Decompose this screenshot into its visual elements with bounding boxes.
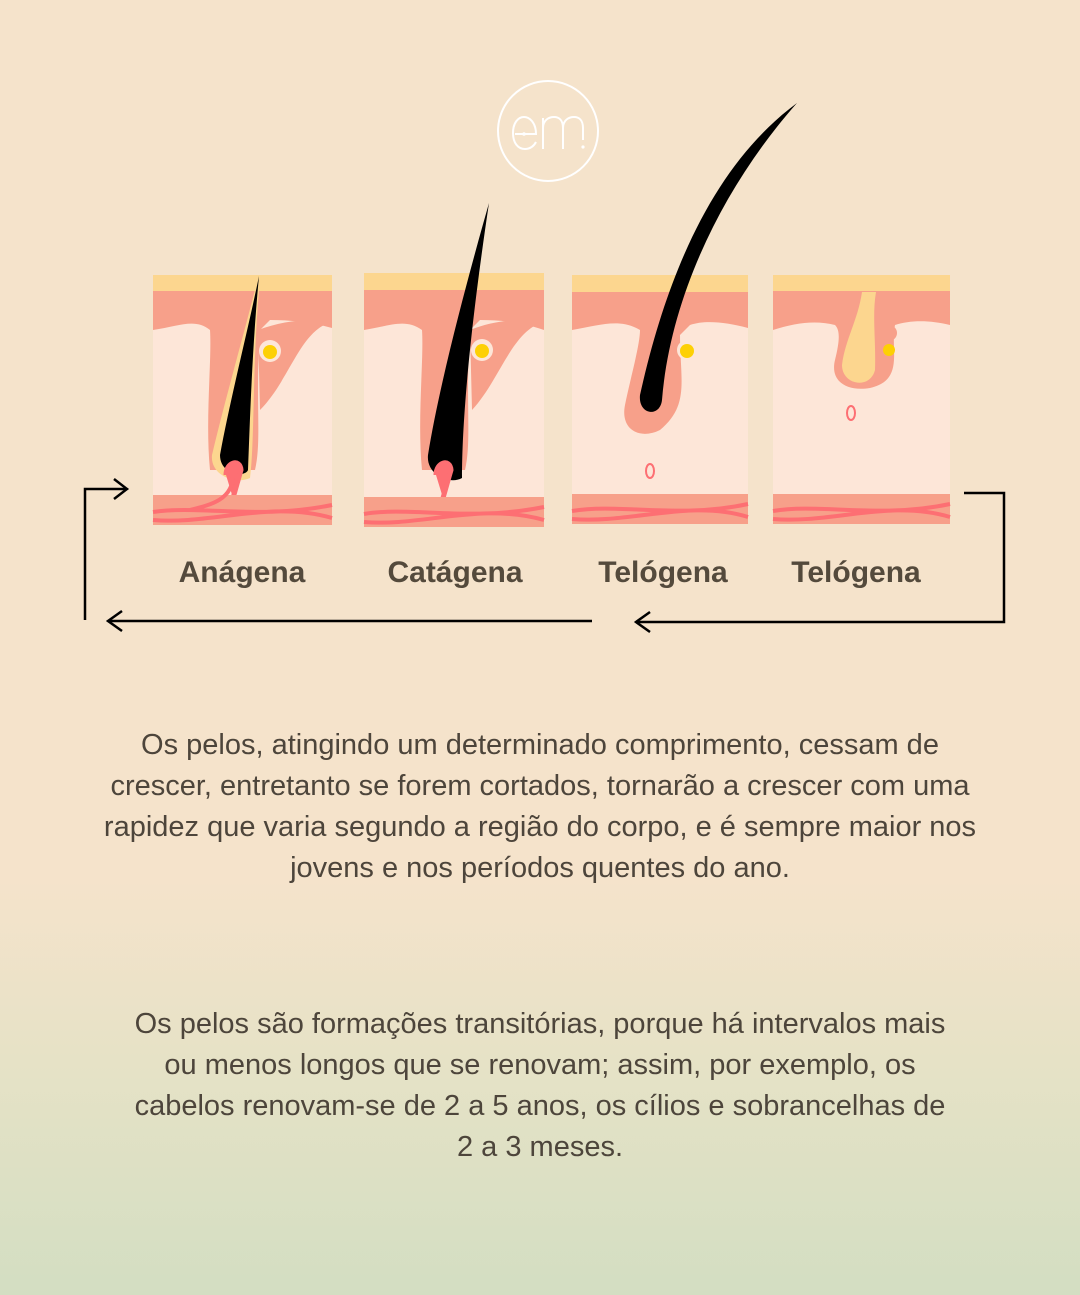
brand-logo [497,80,599,182]
panel-catagen [363,203,545,527]
stage-label-telogen-2: Telógena [791,556,921,589]
panel-telogen-1 [571,103,797,524]
stage-label-anagen: Anágena [178,556,306,589]
paragraph-growth: Os pelos, atingindo um determinado compr… [103,729,977,884]
panel-telogen-2 [772,275,951,524]
cycle-arrows [83,478,1006,634]
arrow-right-return [636,491,1006,624]
panel-anagen [152,275,333,525]
paragraph-renewal: Os pelos são formações transitórias, por… [134,1008,946,1163]
arrow-head-1 [633,610,651,634]
arrow-up-into-anagen [83,487,126,620]
stage-label-telogen-1: Telógena [598,556,728,589]
arrow-head-2 [105,609,123,633]
em-logo-icon [511,115,585,151]
arrow-head-3 [113,478,130,500]
stage-label-catagen: Catágena [387,556,523,589]
hair-cycle-diagram [83,103,1006,634]
